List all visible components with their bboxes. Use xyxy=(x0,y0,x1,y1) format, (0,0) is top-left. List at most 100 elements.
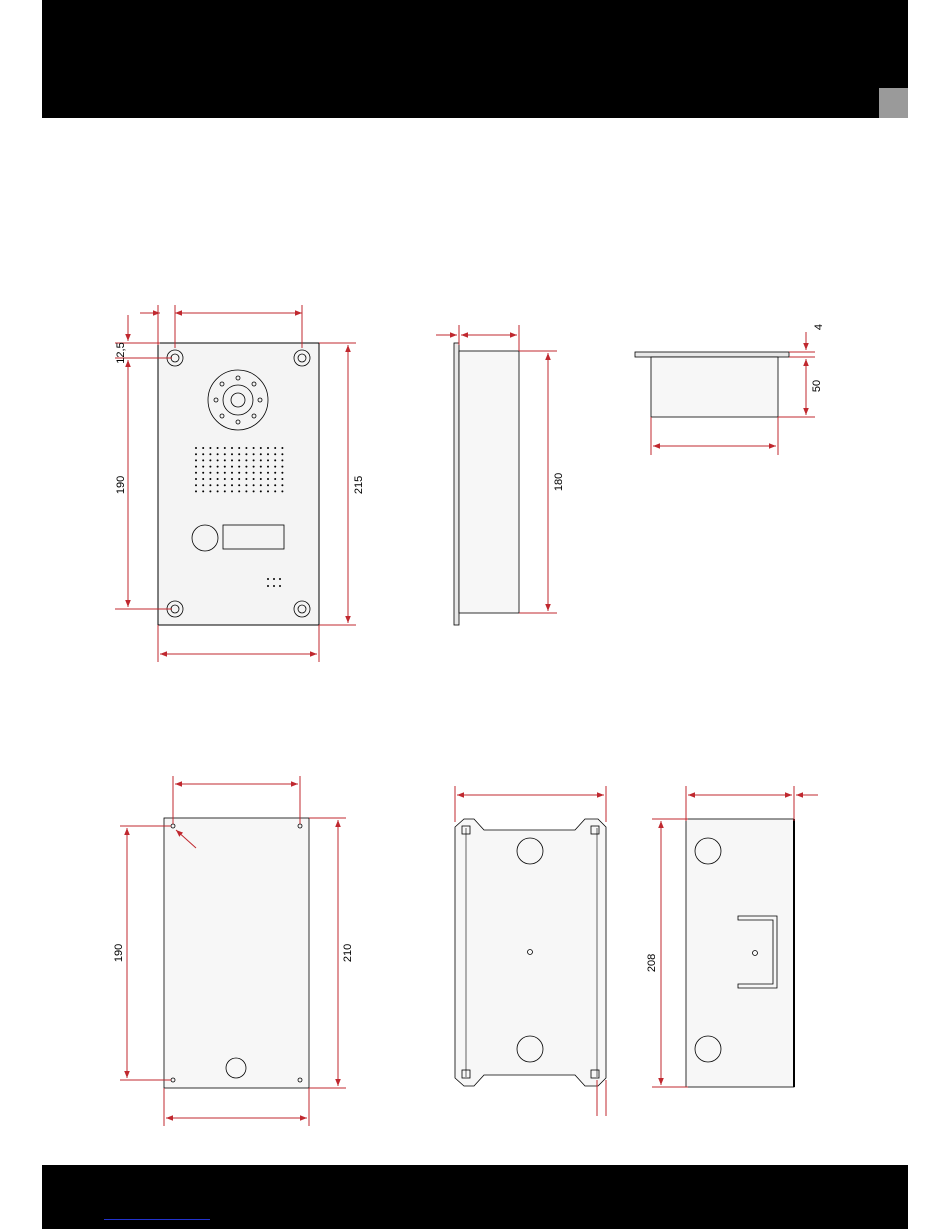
grille-dot xyxy=(245,459,247,461)
grille-dot xyxy=(209,484,211,486)
grille-dot xyxy=(195,453,197,455)
grille-dot xyxy=(267,484,269,486)
grille-dot xyxy=(245,472,247,474)
box-side xyxy=(686,819,794,1087)
grille-dot xyxy=(260,478,262,480)
grille-dot xyxy=(260,472,262,474)
grille-dot xyxy=(195,459,197,461)
grille-dot xyxy=(195,490,197,492)
box-rear-view xyxy=(455,786,606,1116)
grille-dot xyxy=(195,447,197,449)
grille-dot xyxy=(231,466,233,468)
grille-dot xyxy=(281,453,283,455)
grille-dot xyxy=(260,447,262,449)
grille-dot xyxy=(217,459,219,461)
grille-dot xyxy=(267,472,269,474)
back-panel xyxy=(164,818,309,1088)
grille-dot xyxy=(245,490,247,492)
dim-front-hole-height: 190 xyxy=(115,476,127,494)
grille-dot xyxy=(245,478,247,480)
grille-dot xyxy=(202,459,204,461)
grille-dot xyxy=(238,478,240,480)
grille-dot xyxy=(260,466,262,468)
side-box xyxy=(459,351,519,613)
grille-dot xyxy=(209,472,211,474)
grille-dot xyxy=(281,459,283,461)
grille-dot xyxy=(238,453,240,455)
grille-dot xyxy=(209,490,211,492)
grille-dot xyxy=(281,472,283,474)
grille-dot xyxy=(195,466,197,468)
back-view: 190 210 xyxy=(113,776,354,1126)
grille-dot xyxy=(238,459,240,461)
grille-dot xyxy=(224,466,226,468)
grille-dot xyxy=(245,453,247,455)
grille-dot xyxy=(267,478,269,480)
grille-dot xyxy=(253,484,255,486)
grille-dot xyxy=(274,459,276,461)
grille-dot xyxy=(281,466,283,468)
side-panel xyxy=(454,343,459,625)
grille-dot xyxy=(253,478,255,480)
grille-dot xyxy=(209,478,211,480)
grille-dot xyxy=(217,478,219,480)
grille-dot xyxy=(217,490,219,492)
grille-dot xyxy=(274,472,276,474)
grille-dot xyxy=(274,484,276,486)
grille-dot xyxy=(253,453,255,455)
grille-dot xyxy=(231,472,233,474)
grille-dot xyxy=(224,490,226,492)
grille-dot xyxy=(260,453,262,455)
front-view: 12,5 190 215 xyxy=(115,305,365,662)
grille-dot xyxy=(231,459,233,461)
grille-dot xyxy=(253,459,255,461)
grille-dot xyxy=(253,447,255,449)
grille-dot xyxy=(217,447,219,449)
dim-front-offset: 12,5 xyxy=(115,342,127,363)
grille-dot xyxy=(195,484,197,486)
grille-dot xyxy=(224,453,226,455)
grille-dot xyxy=(217,453,219,455)
grille-dot xyxy=(260,490,262,492)
grille-dot xyxy=(267,466,269,468)
grille-dot xyxy=(274,466,276,468)
grille-dot xyxy=(195,478,197,480)
dim-back-height: 210 xyxy=(342,944,354,962)
dim-front-height: 215 xyxy=(353,476,365,494)
dim-top-depth: 50 xyxy=(811,380,823,392)
grille-dot xyxy=(267,459,269,461)
grille-dot xyxy=(267,490,269,492)
grille-dot xyxy=(267,453,269,455)
grille-dot xyxy=(231,484,233,486)
grille-dot xyxy=(281,490,283,492)
grille-dot xyxy=(253,490,255,492)
grille-dot xyxy=(231,447,233,449)
grille-dot xyxy=(274,453,276,455)
grille-dot xyxy=(253,472,255,474)
grille-dot xyxy=(209,453,211,455)
grille-dot xyxy=(274,490,276,492)
grille-dot xyxy=(253,466,255,468)
top-flange xyxy=(635,352,789,357)
grille-dot xyxy=(224,459,226,461)
grille-dot xyxy=(202,453,204,455)
dim-top-flange: 4 xyxy=(813,324,825,330)
grille-dot xyxy=(238,447,240,449)
grille-dot xyxy=(281,447,283,449)
grille-dot xyxy=(224,447,226,449)
grille-dot xyxy=(238,490,240,492)
grille-dot xyxy=(202,472,204,474)
grille-dot xyxy=(202,478,204,480)
top-view: 4 50 xyxy=(635,324,825,455)
grille-dot xyxy=(245,447,247,449)
grille-dot xyxy=(224,484,226,486)
grille-dot xyxy=(209,447,211,449)
grille-dot xyxy=(260,484,262,486)
grille-dot xyxy=(231,478,233,480)
grille-dot xyxy=(209,459,211,461)
grille-dot xyxy=(209,466,211,468)
grille-dot xyxy=(224,472,226,474)
grille-dot xyxy=(274,478,276,480)
grille-dot xyxy=(274,447,276,449)
